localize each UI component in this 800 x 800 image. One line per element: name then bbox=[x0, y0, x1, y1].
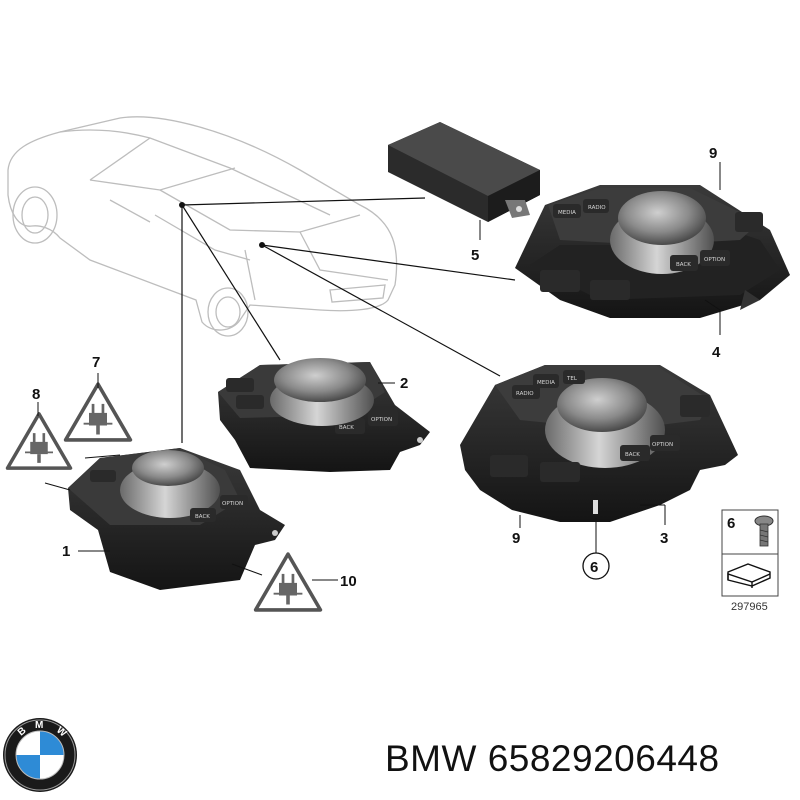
leader-1-plug bbox=[44, 482, 71, 491]
p3-radio-label: RADIO bbox=[516, 391, 534, 397]
leader-lines bbox=[181, 197, 516, 443]
warning-plug-icon bbox=[63, 382, 133, 442]
callout-1: 1 bbox=[62, 543, 70, 560]
p3-media-label: MEDIA bbox=[537, 380, 555, 386]
callout-2: 2 bbox=[400, 375, 408, 392]
leader-7-plug bbox=[84, 454, 121, 459]
callout-8: 8 bbox=[32, 386, 40, 403]
p4-back-label: BACK bbox=[676, 262, 691, 268]
callout-6: 6 bbox=[590, 559, 598, 576]
controller-part-2: BACK OPTION bbox=[218, 358, 430, 472]
callout-6-circle bbox=[582, 552, 610, 580]
part-caption: BMW 65829206448 bbox=[385, 738, 720, 779]
reference-box: 6 297965 bbox=[721, 509, 779, 613]
p2-back-label: BACK bbox=[339, 425, 354, 431]
p4-media-label: MEDIA bbox=[558, 210, 576, 216]
bmw-logo: B M W bbox=[3, 718, 77, 792]
callout-9-top: 9 bbox=[709, 145, 717, 162]
warning-plug-icon bbox=[5, 412, 73, 470]
screw-icon bbox=[754, 515, 774, 547]
control-module-box bbox=[388, 122, 540, 222]
p2-option-label: OPTION bbox=[371, 417, 392, 423]
car-point-a bbox=[179, 202, 185, 208]
reference-item-number: 6 bbox=[727, 515, 735, 532]
car-point-b bbox=[259, 242, 265, 248]
p4-option-label: OPTION bbox=[704, 257, 725, 263]
p3-back-label: BACK bbox=[625, 452, 640, 458]
p3-option-label: OPTION bbox=[652, 442, 673, 448]
callout-4: 4 bbox=[712, 344, 721, 361]
callout-5: 5 bbox=[471, 247, 479, 264]
drawing-number: 297965 bbox=[731, 601, 768, 613]
callout-3: 3 bbox=[660, 530, 668, 547]
callout-7: 7 bbox=[92, 354, 100, 371]
leader-10-plug bbox=[231, 563, 263, 576]
controller-part-3: MEDIA RADIO TEL BACK OPTION bbox=[460, 365, 738, 522]
mounting-bracket-icon bbox=[727, 563, 771, 588]
callout-9-bottom: 9 bbox=[512, 530, 520, 547]
p1-back-label: BACK bbox=[195, 514, 210, 520]
controller-part-4: MEDIA RADIO BACK OPTION bbox=[515, 185, 790, 335]
warning-plug-icon bbox=[253, 552, 323, 612]
p3-tel-label: TEL bbox=[566, 376, 578, 382]
car-outline-icon bbox=[7, 116, 398, 337]
p1-option-label: OPTION bbox=[222, 501, 243, 507]
p4-radio-label: RADIO bbox=[588, 205, 606, 211]
callout-10: 10 bbox=[340, 573, 357, 590]
svg-text:M: M bbox=[35, 720, 43, 731]
controller-part-1: BACK OPTION bbox=[68, 448, 285, 590]
